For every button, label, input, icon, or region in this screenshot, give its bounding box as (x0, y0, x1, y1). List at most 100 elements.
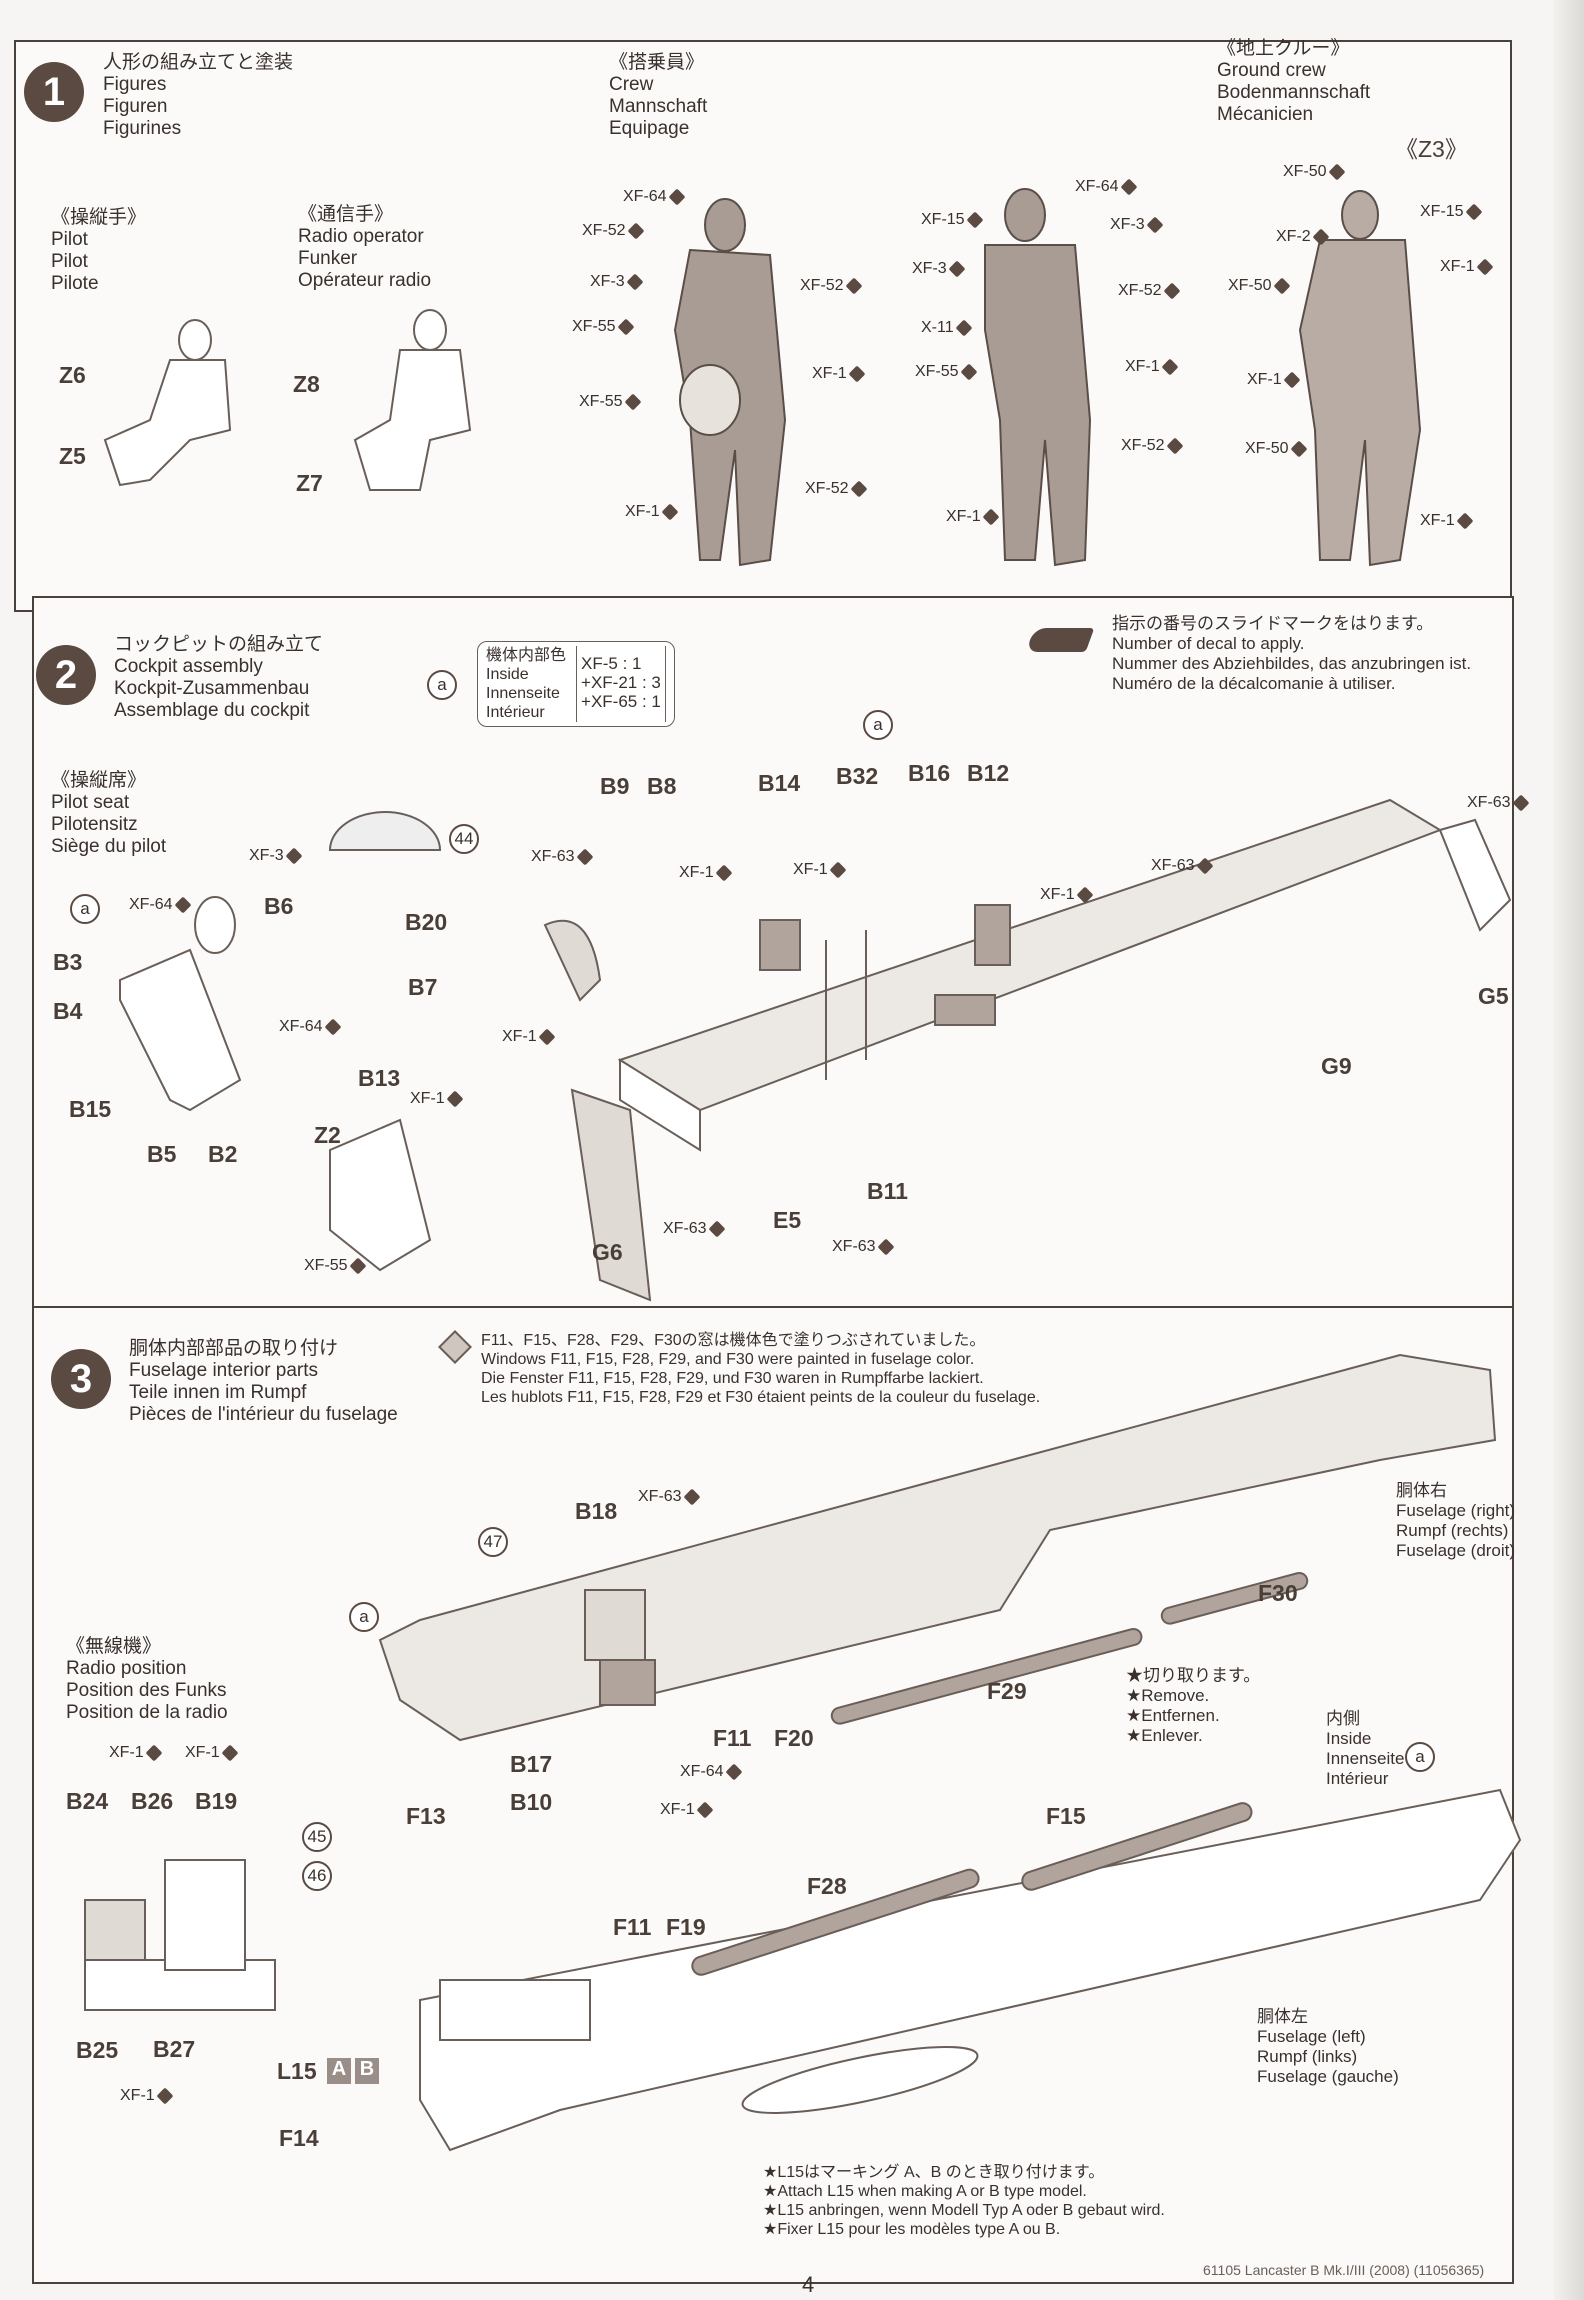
t: コックピットの組み立て (114, 634, 324, 655)
part-f19: F19 (666, 1914, 706, 1940)
part-f11: F11 (713, 1725, 752, 1751)
t: Fuselage interior parts (129, 1360, 319, 1381)
part-b27: B27 (153, 2036, 196, 2062)
seat-z2 (329, 1118, 432, 1272)
part-b10: B10 (510, 1789, 553, 1815)
paint-callout: XF-64 (680, 1763, 740, 1781)
part-f15: F15 (1046, 1803, 1086, 1829)
paint-callout: XF-1 (1040, 886, 1091, 904)
paint-callout: XF-15 (921, 211, 981, 229)
paint-callout: XF-52 (805, 480, 865, 498)
paint-callout: XF-52 (800, 277, 860, 295)
t: Kockpit-Zusammenbau (114, 678, 310, 699)
part-g6: G6 (592, 1239, 623, 1265)
t: ★切り取ります。 (1126, 1666, 1261, 1685)
t: 胴体右 (1396, 1481, 1447, 1500)
t: Number of decal to apply. (1112, 634, 1305, 653)
t: Cockpit assembly (114, 656, 263, 677)
t: 内側 (1326, 1709, 1360, 1728)
part-z5: Z5 (59, 443, 86, 469)
ground-part-label: 《Z3》 (1395, 136, 1468, 162)
paint-callout: XF-1 (502, 1028, 553, 1046)
t: ★L15 anbringen, wenn Modell Typ A oder B… (763, 2202, 1165, 2219)
paint-callout: XF-55 (304, 1257, 364, 1275)
t: Rumpf (rechts) (1396, 1521, 1509, 1540)
t: +XF-21 : 3 (581, 673, 661, 692)
product-code: 61105 Lancaster B Mk.I/III (2008) (11056… (1203, 2262, 1485, 2278)
t: Windows F11, F15, F28, F29, and F30 were… (481, 1351, 975, 1368)
t: ★Enlever. (1126, 1726, 1203, 1745)
part-b9: B9 (600, 773, 630, 799)
crew-figure-1 (673, 198, 787, 567)
paint-symbol-a: a (427, 670, 457, 700)
t: Fuselage (gauche) (1257, 2067, 1399, 2086)
part-b6: B6 (264, 893, 294, 919)
part-b25: B25 (76, 2037, 119, 2063)
paint-symbol-a: a (349, 1602, 379, 1632)
part-b5: B5 (147, 1141, 177, 1167)
paint-callout: XF-50 (1228, 277, 1288, 295)
t: XF-5 : 1 (581, 654, 642, 673)
t: Pilot seat (51, 792, 130, 813)
t: 《地上クルー》 (1217, 38, 1350, 59)
title-ja: 人形の組み立てと塗装 (103, 52, 294, 73)
paint-callout: XF-1 (812, 365, 863, 383)
t: Intérieur (486, 704, 545, 721)
title-de: Figuren (103, 96, 168, 117)
t: 《通信手》 (298, 204, 394, 225)
remove-note: ★切り取ります。★Remove.★Entfernen.★Enlever. (1126, 1666, 1260, 1746)
part-b16: B16 (908, 760, 951, 786)
part-b3: B3 (53, 949, 83, 975)
paint-callout: XF-1 (660, 1801, 711, 1819)
part-b8: B8 (647, 773, 677, 799)
t: Nummer des Abziehbildes, das anzubringen… (1112, 654, 1472, 673)
t: Mannschaft (609, 96, 708, 117)
step2-badge: 2 (36, 645, 96, 705)
t: Rumpf (links) (1257, 2047, 1358, 2066)
part-z6: Z6 (59, 362, 86, 388)
seat-back-b12 (974, 904, 1011, 966)
paint-callout: XF-3 (912, 260, 963, 278)
step3-badge: 3 (51, 1349, 111, 1409)
marking-tag-a: A (327, 2058, 351, 2084)
t: Pilot (51, 229, 88, 250)
cockpit-floor-side (619, 1058, 701, 1152)
paint-callout: XF-64 (279, 1018, 339, 1036)
part-b13: B13 (358, 1065, 401, 1091)
paint-callout: XF-1 (1125, 358, 1176, 376)
t: Funker (298, 248, 358, 269)
paint-callout: XF-63 (638, 1488, 698, 1506)
t: 機体内部色 (486, 647, 567, 664)
paint-callout: XF-3 (249, 847, 300, 865)
crew-figure-2 (984, 188, 1092, 567)
t: 《無線機》 (66, 1636, 162, 1657)
paint-symbol-a: a (70, 894, 100, 924)
paint-callout: XF-50 (1245, 440, 1305, 458)
paint-callout: XF-2 (1276, 228, 1327, 246)
step1-badge: 1 (24, 62, 84, 122)
t: Mécanicien (1217, 104, 1314, 125)
paint-callout: XF-50 (1283, 163, 1343, 181)
window-paint-note: F11、F15、F28、F29、F30の窓は機体色で塗りつぶされていました。Wi… (481, 1331, 1040, 1407)
t: Siège du pilot (51, 836, 167, 857)
part-b7: B7 (408, 974, 438, 1000)
paint-callout: XF-55 (915, 363, 975, 381)
t: 指示の番号のスライドマークをはります。 (1112, 614, 1434, 633)
part-f28: F28 (807, 1873, 847, 1899)
instrument-panel-decal (328, 811, 442, 851)
paint-callout: XF-63 (663, 1220, 723, 1238)
paint-callout: XF-64 (1075, 178, 1135, 196)
paint-callout: XF-1 (625, 503, 676, 521)
part-f30: F30 (1258, 1580, 1298, 1606)
part-b24: B24 (66, 1788, 109, 1814)
